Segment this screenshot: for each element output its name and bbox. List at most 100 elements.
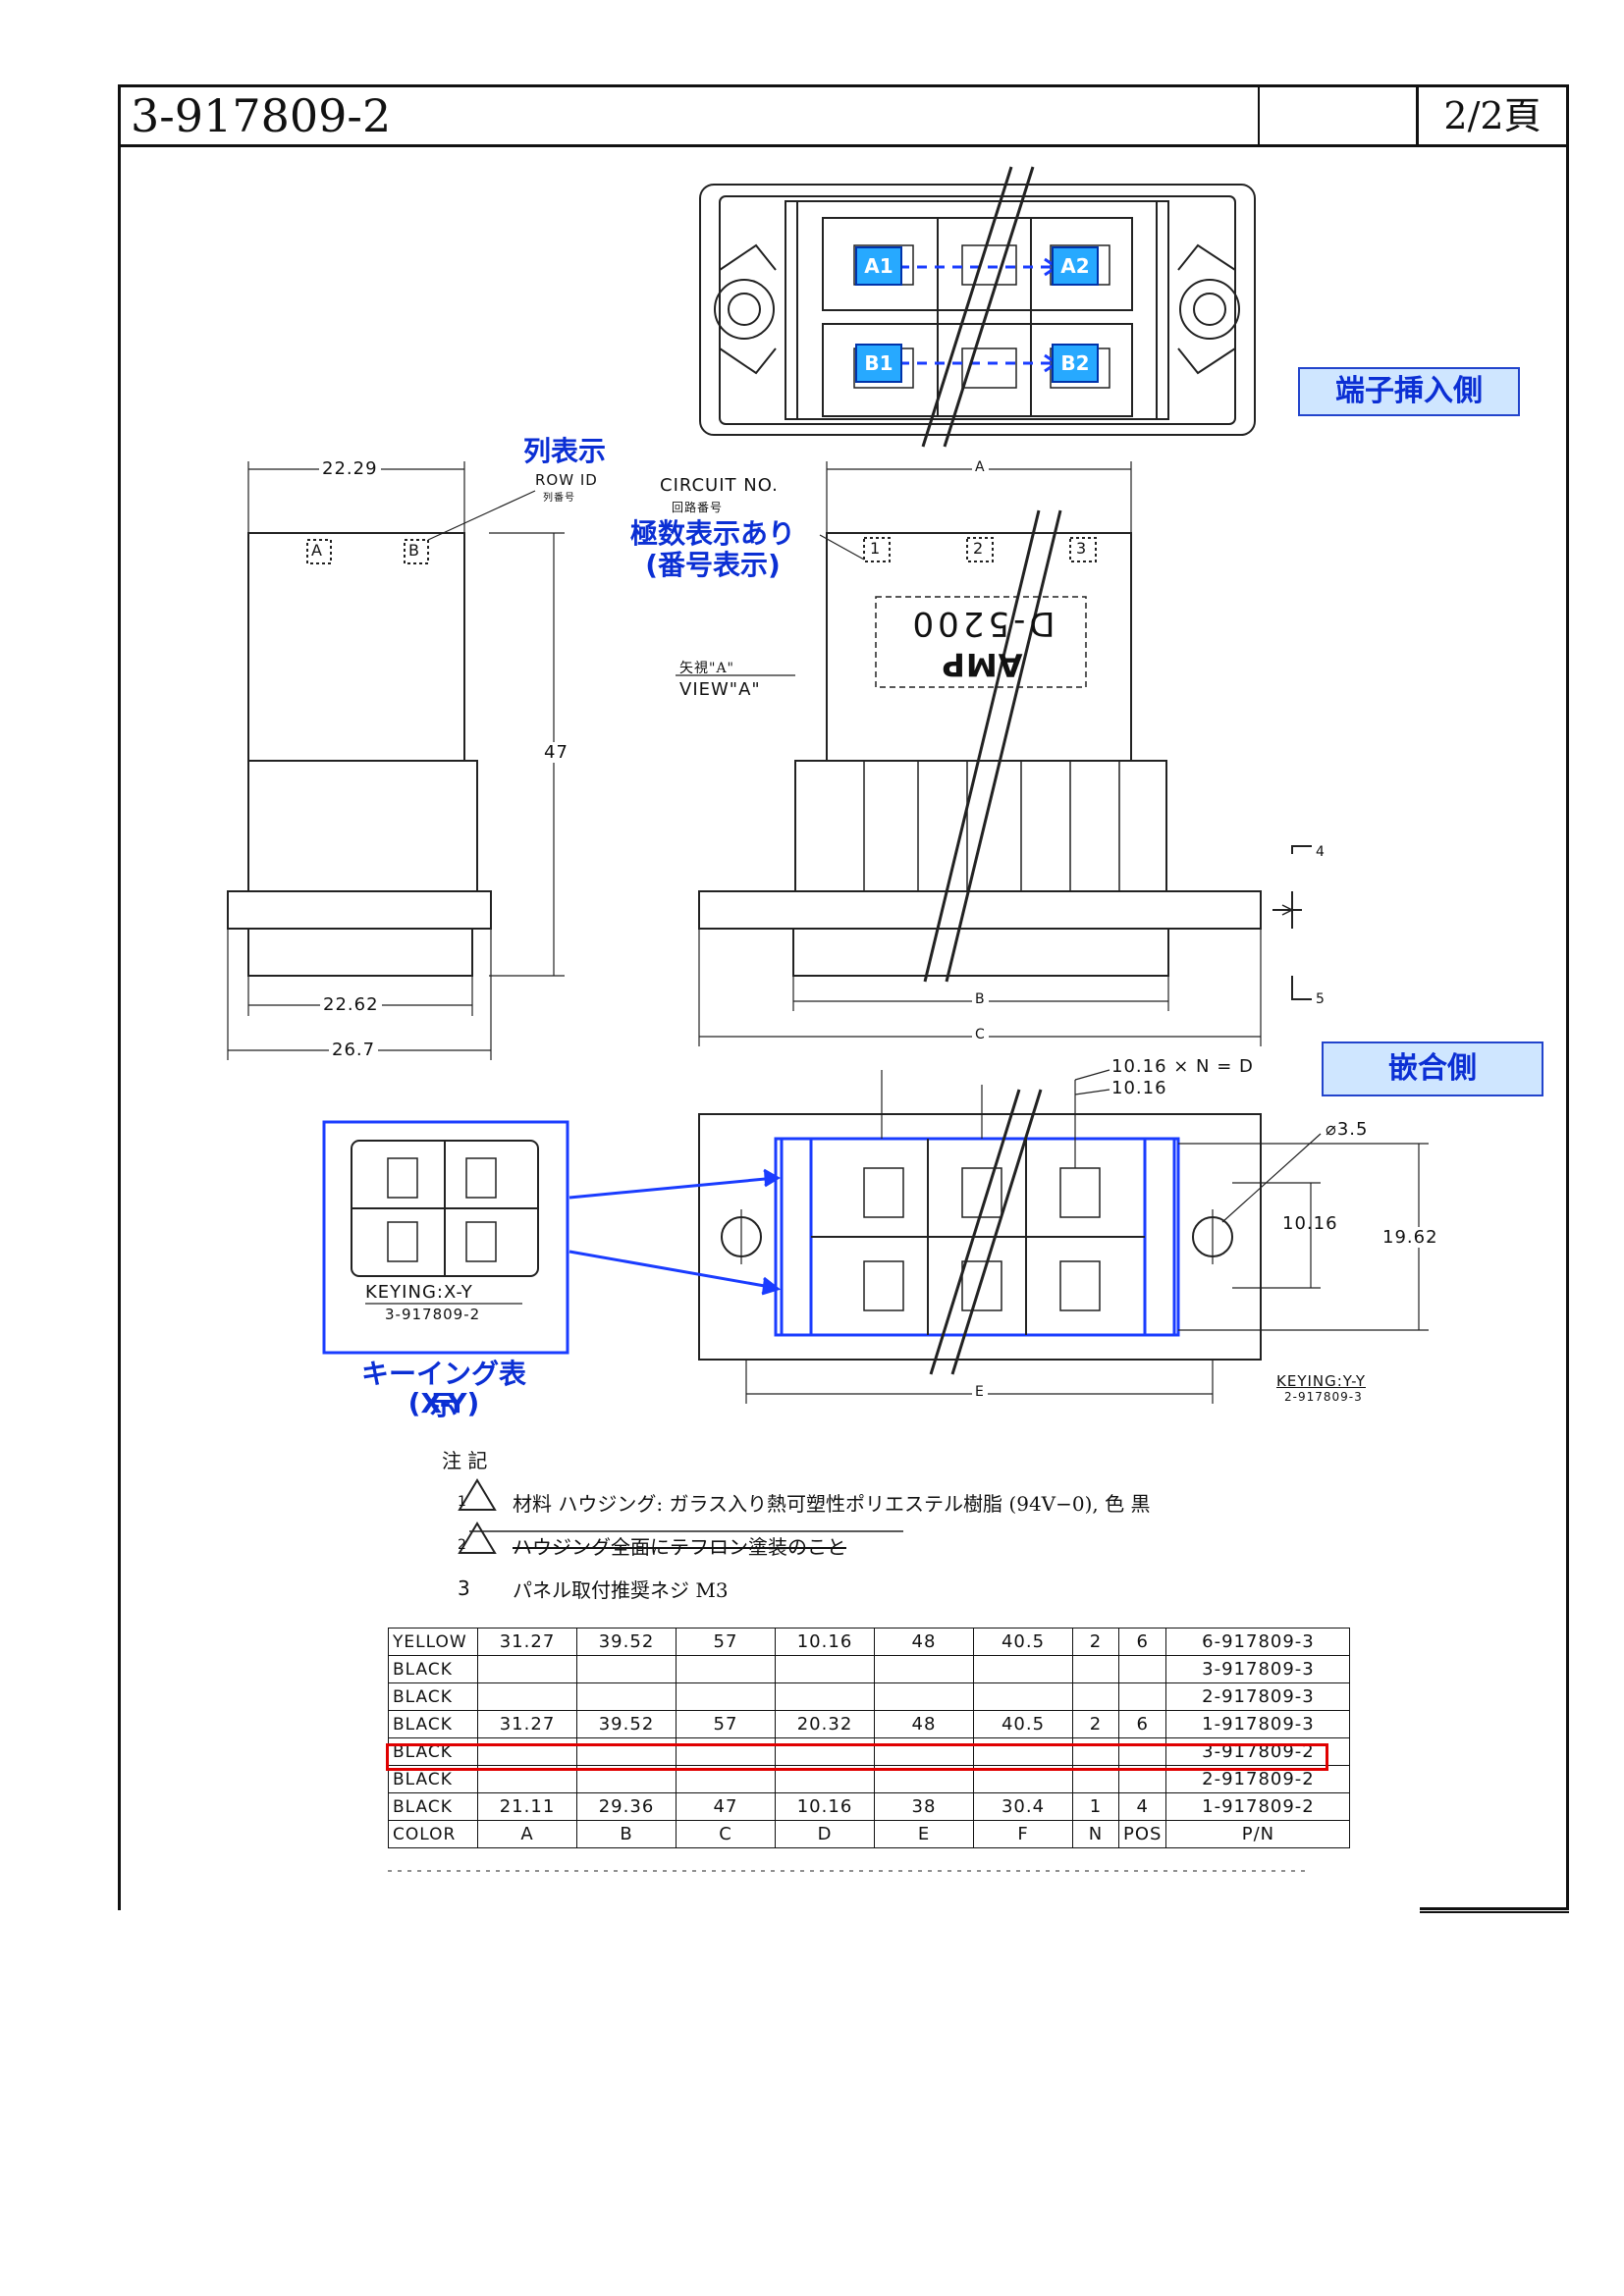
cavity-a-label: A (311, 541, 323, 560)
note-item: 1 材料 ハウジング: ガラス入り熱可塑性ポリエステル樹脂 (94V−0), 色… (442, 1480, 1150, 1523)
table-cell: 4 (1117, 1792, 1167, 1821)
pin-a2-label: A2 (1052, 246, 1099, 286)
table-cell (874, 1682, 974, 1711)
table-cell: 10.16 (775, 1792, 875, 1821)
table-cell: 57 (676, 1628, 776, 1656)
table-cell: B (576, 1820, 677, 1848)
table-cell: 30.4 (973, 1792, 1073, 1821)
table-cell: 6-917809-3 (1165, 1628, 1351, 1656)
table-cell (576, 1682, 677, 1711)
table-cell: 29.36 (576, 1792, 677, 1821)
pole-display-sub-label: (番号表示) (645, 549, 781, 581)
pin-a1-label: A1 (855, 246, 902, 286)
keying-xy-pn-label: 3-917809-2 (385, 1306, 481, 1323)
table-cell: BLACK (388, 1792, 478, 1821)
circuit-3-label: 3 (1076, 539, 1088, 558)
dim-lower-width: 22.62 (320, 994, 382, 1015)
highlighted-row-marker (386, 1743, 1328, 1771)
dim-height: 47 (541, 742, 571, 763)
keying-yy-pn-label: 2-917809-3 (1284, 1390, 1363, 1404)
table-cell: 48 (874, 1628, 974, 1656)
terminal-side-label: 端子挿入側 (1298, 367, 1520, 416)
note-text: 材料 ハウジング: ガラス入り熱可塑性ポリエステル樹脂 (94V−0), 色 黒 (513, 1491, 1151, 1516)
table-cell: C (676, 1820, 776, 1848)
table-cell: 10.16 (775, 1628, 875, 1656)
table-cell: BLACK (388, 1710, 478, 1738)
title-block: 3-917809-2 2/2頁 (118, 84, 1569, 147)
table-cell (1072, 1737, 1119, 1766)
table-cell (874, 1655, 974, 1683)
table-cell: D (775, 1820, 875, 1848)
dim-flange-width: 26.7 (329, 1040, 379, 1060)
table-cell: 39.52 (576, 1628, 677, 1656)
table-cell: BLACK (388, 1655, 478, 1683)
table-cell: 2 (1072, 1628, 1119, 1656)
note-number: 3 (458, 1576, 470, 1600)
table-cell: 1 (1072, 1792, 1119, 1821)
dim-note-4: 4 (1316, 844, 1326, 860)
note-item: 2 ハウジング全面にテフロン塗装のこと (442, 1523, 1150, 1567)
table-cell: 1-917809-3 (1165, 1710, 1351, 1738)
table-cell (576, 1655, 677, 1683)
table-cell: 57 (676, 1710, 776, 1738)
row-id-label: ROW ID (535, 471, 598, 489)
note-text: ハウジング全面にテフロン塗装のこと (513, 1534, 846, 1559)
table-cell: 39.52 (576, 1710, 677, 1738)
table-cell: YELLOW (388, 1628, 478, 1656)
note-item: 3 パネル取付推奨ネジ M3 (442, 1567, 1150, 1610)
dim-e: E (972, 1384, 988, 1400)
notes-section: 注 記 1 材料 ハウジング: ガラス入り熱可塑性ポリエステル樹脂 (94V−0… (442, 1437, 1150, 1610)
dim-total-height: 19.62 (1380, 1227, 1441, 1248)
note-text: パネル取付推奨ネジ M3 (513, 1577, 729, 1602)
dim-note-5: 5 (1316, 991, 1326, 1007)
table-cell: 2-917809-3 (1165, 1682, 1351, 1711)
circuit-no-jp-label: 回路番号 (672, 501, 724, 514)
table-cell (874, 1737, 974, 1766)
frame-corner (1420, 1907, 1569, 1913)
cavity-b-label: B (408, 541, 420, 560)
table-row: BLACK 2-917809-3 (388, 1682, 1351, 1711)
table-cell (775, 1682, 875, 1711)
table-cell: 6 (1117, 1628, 1167, 1656)
table-cell: 31.27 (477, 1628, 577, 1656)
keying-display-label: キーイング表示 (360, 1358, 526, 1421)
row-display-label: 列表示 (522, 435, 606, 467)
table-cell (477, 1682, 577, 1711)
table-cell (1072, 1655, 1119, 1683)
table-cell (973, 1655, 1073, 1683)
table-cell (1117, 1682, 1167, 1711)
dim-b: B (972, 991, 989, 1007)
table-cell (676, 1682, 776, 1711)
note-number: 1 (458, 1494, 466, 1510)
table-cell: F (973, 1820, 1073, 1848)
table-cell (775, 1655, 875, 1683)
table-cell: N (1072, 1820, 1119, 1848)
pin-b1-label: B1 (855, 344, 902, 383)
dim-top-width: 22.29 (319, 458, 381, 479)
row-id-jp-label: 列番号 (543, 493, 575, 504)
table-cell (973, 1682, 1073, 1711)
table-cell (676, 1655, 776, 1683)
table-cell: 40.5 (973, 1628, 1073, 1656)
keying-display-sub-label: (X-Y) (407, 1387, 480, 1419)
pole-display-label: 極数表示あり (629, 517, 795, 550)
table-cell: 47 (676, 1792, 776, 1821)
part-number-title: 3-917809-2 (121, 87, 1260, 144)
table-cell: BLACK (388, 1682, 478, 1711)
circuit-1-label: 1 (870, 539, 882, 558)
dim-a: A (972, 459, 989, 475)
table-cell: 20.32 (775, 1710, 875, 1738)
table-cell: 40.5 (973, 1710, 1073, 1738)
table-cell: 48 (874, 1710, 974, 1738)
notes-heading: 注 記 (442, 1448, 488, 1472)
table-cell: E (874, 1820, 974, 1848)
circuit-no-label: CIRCUIT NO. (660, 475, 779, 496)
circuit-2-label: 2 (973, 539, 985, 558)
note-markers (458, 1478, 903, 1554)
part-mark-label: D-5200 (908, 604, 1056, 643)
dim-hole: ⌀3.5 (1326, 1119, 1369, 1140)
